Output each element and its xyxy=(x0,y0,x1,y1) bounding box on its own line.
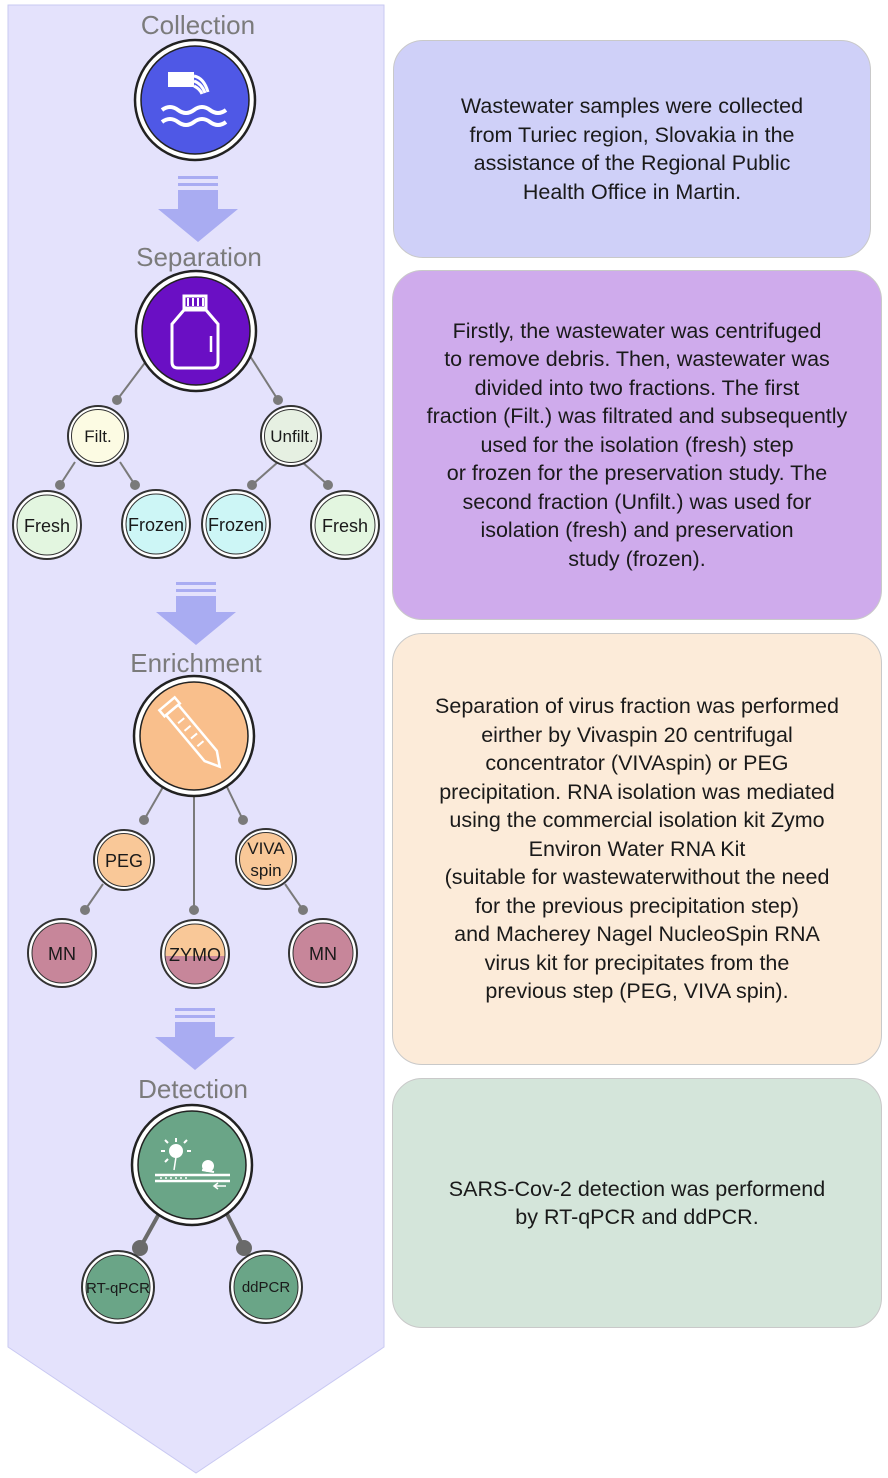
node-viva-spin: VIVA spin xyxy=(235,828,297,890)
node-label-filt-fresh: Fresh xyxy=(24,516,70,536)
node-filt-fresh: Fresh xyxy=(12,490,82,560)
panel-enrichment: Separation of virus fraction was perform… xyxy=(392,633,882,1065)
stage-label-detection: Detection xyxy=(138,1074,248,1104)
stage-label-enrichment: Enrichment xyxy=(130,648,262,678)
bottle-icon xyxy=(170,294,220,370)
node-mn-right: MN xyxy=(288,918,358,988)
node-label-spin: spin xyxy=(250,861,281,880)
node-mn-left: MN xyxy=(27,918,97,988)
panel-separation-text: Firstly, the wastewater was centrifuged … xyxy=(426,318,848,571)
node-unfilt-fresh: Fresh xyxy=(310,490,380,560)
panel-collection-text: Wastewater samples were collected from T… xyxy=(460,94,804,204)
enrichment-icon xyxy=(132,674,256,798)
separation-icon xyxy=(134,269,258,393)
panel-separation: Firstly, the wastewater was centrifuged … xyxy=(392,270,882,620)
flow-arrow xyxy=(158,176,238,242)
node-label-peg: PEG xyxy=(105,851,143,871)
flow-arrow xyxy=(156,582,236,645)
panel-collection: Wastewater samples were collected from T… xyxy=(393,40,871,258)
node-label-unfilt-fresh: Fresh xyxy=(322,516,368,536)
centrifuge-tube-icon xyxy=(157,695,222,769)
node-zymo: ZYMO xyxy=(160,919,230,989)
wastewater-pipe-icon xyxy=(160,72,228,127)
node-label-viva: VIVA xyxy=(247,839,285,858)
node-unfilt-frozen: Frozen xyxy=(201,489,271,559)
node-unfilt: Unfilt. xyxy=(260,405,322,467)
detection-icon xyxy=(130,1103,254,1227)
node-peg: PEG xyxy=(93,829,155,891)
node-label-rtqpcr: RT-qPCR xyxy=(86,1280,150,1297)
panel-enrichment-text: Separation of virus fraction was perform… xyxy=(435,694,839,1004)
collection-icon xyxy=(133,38,257,162)
node-label-ddpcr: ddPCR xyxy=(242,1279,291,1296)
node-label-mn-left: MN xyxy=(48,944,76,964)
node-label-filt: Filt. xyxy=(84,427,111,446)
node-label-unfilt-frozen: Frozen xyxy=(208,515,264,535)
enrichment-connectors xyxy=(80,786,308,915)
panel-detection: SARS-Cov-2 detection was performend by R… xyxy=(392,1078,882,1328)
node-filt-frozen: Frozen xyxy=(121,489,191,559)
node-filt: Filt. xyxy=(67,405,129,467)
detection-connectors xyxy=(132,1211,252,1256)
flow-arrow xyxy=(155,1008,235,1070)
node-label-filt-frozen: Frozen xyxy=(128,515,184,535)
node-label-zymo: ZYMO xyxy=(169,945,221,965)
node-ddpcr: ddPCR xyxy=(229,1250,303,1324)
node-label-unfilt: Unfilt. xyxy=(270,427,313,446)
stage-label-separation: Separation xyxy=(136,242,262,272)
pcr-detection-icon xyxy=(155,1138,230,1190)
node-label-mn-right: MN xyxy=(309,944,337,964)
node-rtqpcr: RT-qPCR xyxy=(81,1250,155,1324)
stage-label-collection: Collection xyxy=(141,10,255,40)
panel-detection-text: SARS-Cov-2 detection was performend by R… xyxy=(448,1176,826,1230)
